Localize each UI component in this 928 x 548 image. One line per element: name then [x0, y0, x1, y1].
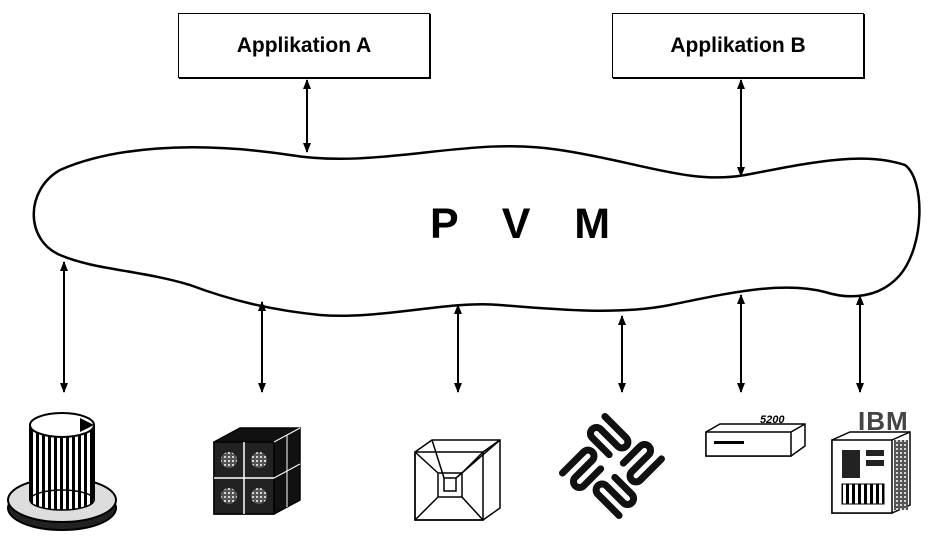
application-a-label: Applikation A — [236, 33, 372, 57]
application-b-label: Applikation B — [670, 33, 806, 57]
cylinder-supercomputer-icon — [7, 412, 117, 531]
application-b-box: Applikation B — [612, 13, 864, 78]
pvm-label: P V M — [430, 200, 613, 248]
application-a-box: Applikation A — [178, 13, 430, 78]
ibm-tower-computer-icon: IBM — [831, 406, 911, 514]
model-label: 5200 — [760, 414, 785, 426]
hypercube-multiprocessor-icon — [213, 427, 301, 515]
brand-label: IBM — [858, 406, 909, 436]
desktop-unit-icon: 5200 — [705, 414, 806, 457]
sun-logo-workstation-icon — [549, 403, 675, 529]
pvm-cloud — [32, 144, 921, 318]
wireframe-cube-icon — [414, 439, 501, 521]
